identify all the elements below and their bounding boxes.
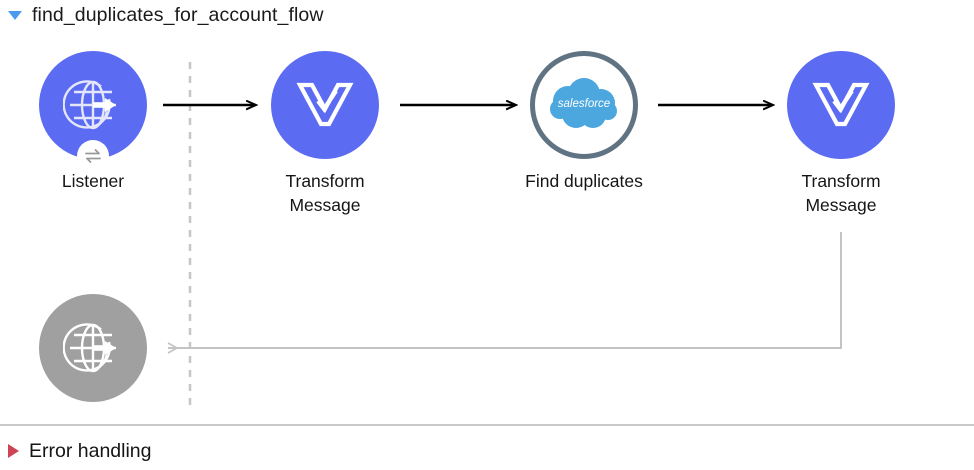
connector-return-path: [167, 232, 842, 354]
node-listener[interactable]: Listener: [18, 51, 168, 193]
globe-arrow-icon: [63, 323, 116, 373]
node-listener-label: Listener: [61, 171, 125, 191]
node-transform-message-2[interactable]: Transform Message: [766, 51, 916, 217]
exchange-arrows-badge: [77, 140, 109, 172]
triangle-right-icon[interactable]: [8, 444, 19, 458]
salesforce-cloud-icon: salesforce: [550, 78, 617, 128]
node-transform-message-1-circle[interactable]: [271, 51, 379, 159]
node-listener-circle[interactable]: [39, 51, 147, 172]
section-divider: [0, 424, 974, 426]
error-handling-label: Error handling: [29, 439, 152, 462]
node-listener-response-circle[interactable]: [39, 294, 147, 402]
node-transform-message-1[interactable]: Transform Message: [250, 51, 400, 217]
globe-arrow-icon: [63, 80, 116, 130]
node-transform-message-2-label: Transform Message: [801, 171, 881, 215]
node-find-duplicates[interactable]: salesforce Find duplicates: [509, 51, 659, 193]
salesforce-wordmark: salesforce: [558, 98, 610, 110]
triangle-down-icon[interactable]: [8, 10, 22, 20]
node-find-duplicates-label: Find duplicates: [525, 171, 643, 191]
flow-title: find_duplicates_for_account_flow: [32, 3, 324, 26]
error-handling-section[interactable]: Error handling: [8, 436, 151, 466]
node-find-duplicates-circle[interactable]: salesforce: [530, 51, 638, 159]
node-listener-response[interactable]: [18, 294, 168, 412]
flow-canvas: Listener Transform Message: [0, 30, 974, 423]
node-transform-message-2-circle[interactable]: [787, 51, 895, 159]
flow-header[interactable]: find_duplicates_for_account_flow: [0, 0, 324, 30]
transform-message-icon: [812, 82, 870, 127]
transform-message-icon: [296, 82, 354, 127]
connector-layer: [163, 62, 842, 405]
exchange-arrows-icon: [85, 149, 101, 163]
node-transform-message-1-label: Transform Message: [285, 171, 365, 215]
